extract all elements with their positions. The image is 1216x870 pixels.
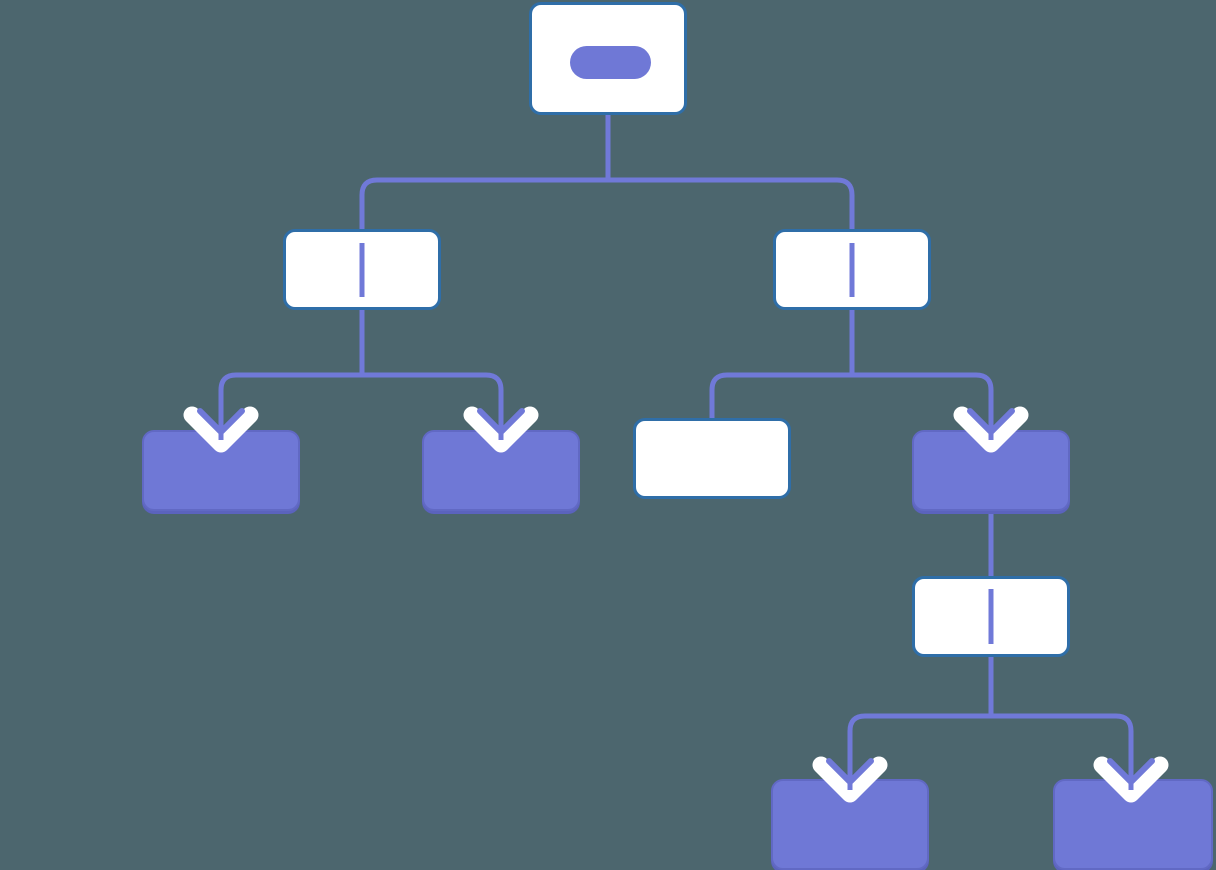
- edge-left-branch-to-leaf-a: [218, 372, 362, 440]
- leaf-node-f[interactable]: [771, 779, 929, 870]
- mid-node-d[interactable]: [912, 430, 1070, 511]
- leaf-node-c[interactable]: [633, 418, 791, 499]
- root-node[interactable]: [529, 2, 687, 115]
- pass-through-node-e[interactable]: [912, 576, 1070, 657]
- edge-root-to-left-branch: [359, 177, 608, 310]
- left-branch-node[interactable]: [283, 229, 441, 310]
- edge-pass-e-to-leaf-g: [991, 713, 1134, 790]
- root-pill-shape: [570, 46, 651, 79]
- leaf-node-a[interactable]: [142, 430, 300, 511]
- edge-root-to-right-branch: [608, 177, 855, 310]
- edge-right-branch-to-mid-d: [852, 372, 994, 440]
- leaf-node-b[interactable]: [422, 430, 580, 511]
- edge-right-branch-to-leaf-c: [709, 372, 852, 418]
- leaf-node-g[interactable]: [1053, 779, 1213, 870]
- edge-pass-e-to-leaf-f: [847, 713, 991, 790]
- right-branch-node[interactable]: [773, 229, 931, 310]
- edge-left-branch-to-leaf-b: [362, 372, 504, 440]
